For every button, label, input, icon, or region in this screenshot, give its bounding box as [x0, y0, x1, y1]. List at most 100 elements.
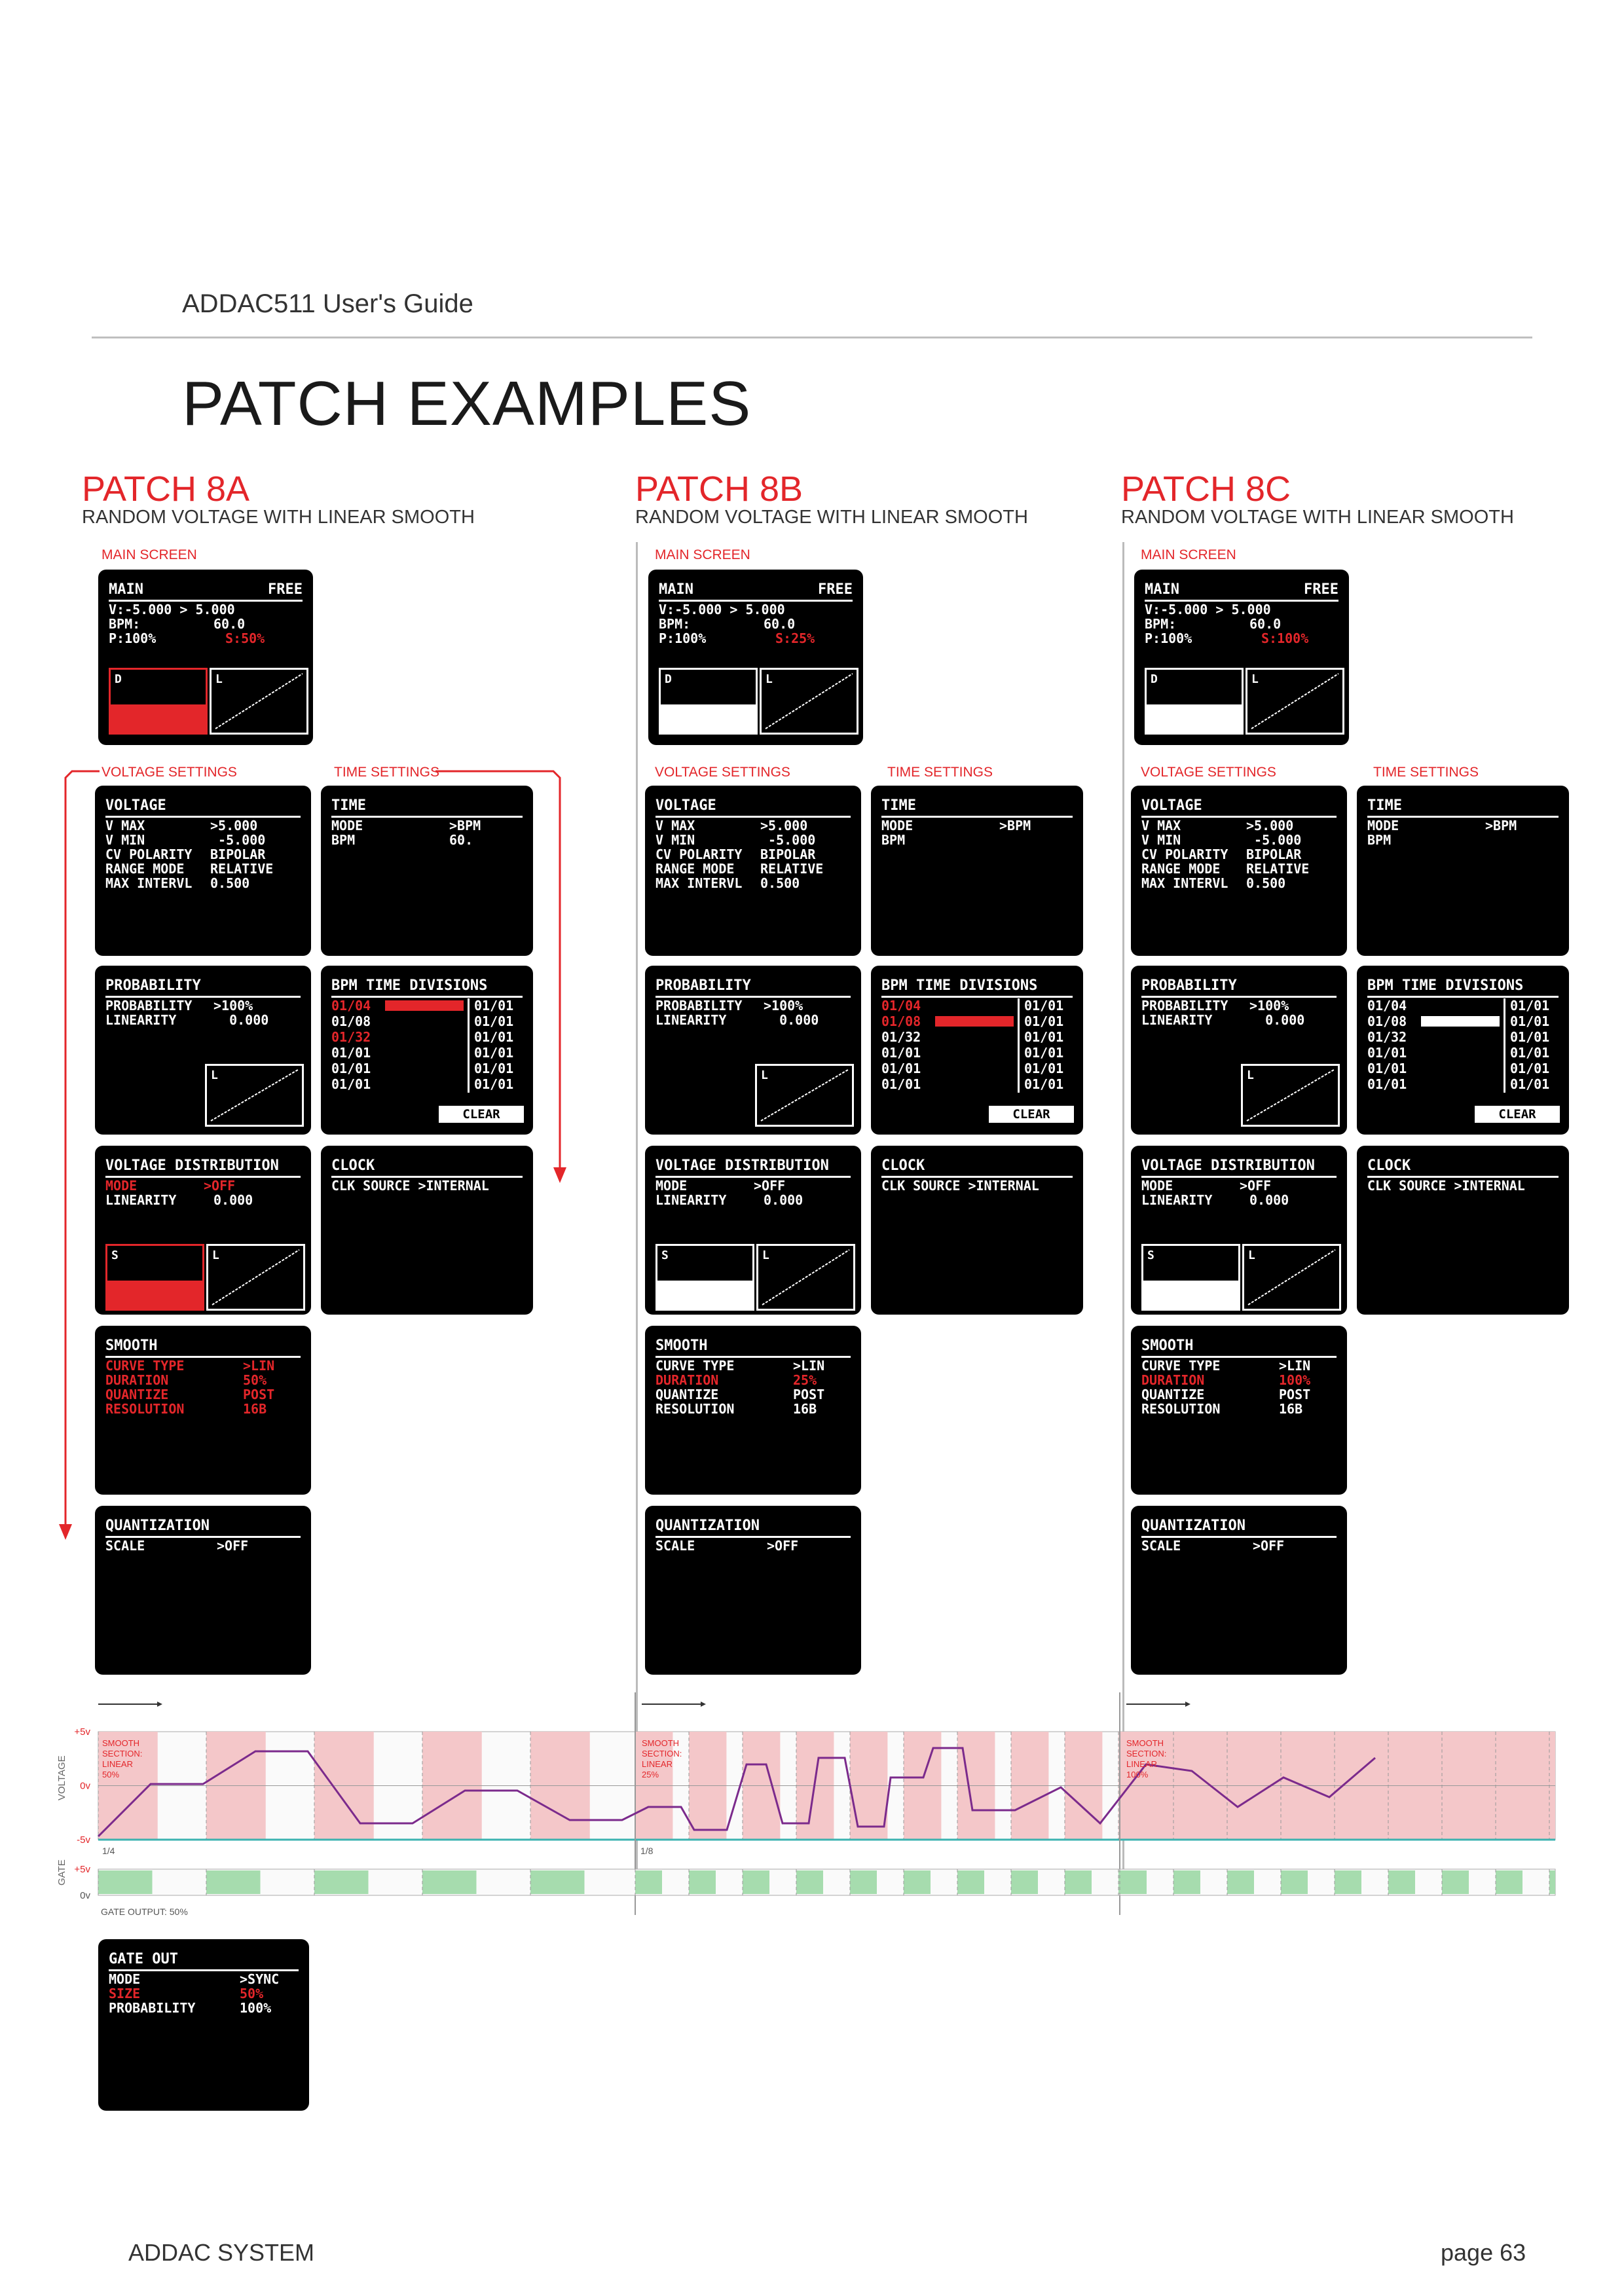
division-bar: [935, 1016, 1014, 1027]
row-value: 50%: [243, 1372, 267, 1388]
row-key: BPM:: [659, 616, 691, 632]
graph-fill: [1147, 704, 1242, 733]
tick-zero: 0v: [80, 1781, 90, 1792]
screen-title: VOLTAGE: [655, 797, 851, 818]
row-key: LINEARITY: [1141, 1012, 1213, 1028]
row-key: PROBABILITY: [655, 998, 743, 1013]
division-right: 01/01: [474, 998, 514, 1013]
graph-label: L: [1247, 1068, 1254, 1082]
clear-button[interactable]: CLEAR: [439, 1106, 524, 1123]
division-left: 01/01: [881, 1045, 921, 1061]
time-arrow-head: [701, 1702, 706, 1707]
row-value: S:50%: [225, 630, 265, 646]
row-key: PROBABILITY: [105, 998, 193, 1013]
main-title: MAIN: [109, 581, 143, 598]
voltage-settings-label: VOLTAGE SETTINGS: [1141, 765, 1276, 780]
footer-page: page 63: [1441, 2239, 1526, 2266]
voltage-settings-label: VOLTAGE SETTINGS: [101, 765, 237, 780]
row-value: S:25%: [775, 630, 815, 646]
gate-pulse: [1227, 1870, 1254, 1894]
gate-pulse: [1118, 1870, 1120, 1894]
row-value: >LIN: [243, 1358, 275, 1374]
row-value: POST: [1279, 1387, 1311, 1402]
gate-pulse: [98, 1870, 153, 1894]
guide-header: ADDAC511 User's Guide: [182, 289, 473, 318]
row-key: RANGE MODE: [1141, 861, 1221, 877]
row-key: P:100%: [109, 630, 157, 646]
row-key: QUANTIZE: [655, 1387, 719, 1402]
bpm-label: BPM: [881, 832, 906, 848]
row-value: >5.000: [1246, 818, 1294, 833]
clear-button[interactable]: CLEAR: [989, 1106, 1074, 1123]
division-left: 01/04: [1367, 998, 1407, 1013]
screen-title: CLOCK: [881, 1157, 1073, 1178]
linear-curve-icon: [215, 673, 303, 729]
row-key: RESOLUTION: [1141, 1401, 1221, 1417]
division-right: 01/01: [1024, 1076, 1064, 1092]
screen-row: V MAX>5.000: [105, 818, 302, 833]
curve-graph: S: [1141, 1244, 1240, 1311]
division-sep: [1504, 1046, 1505, 1061]
time-arrow-head: [157, 1702, 162, 1707]
screen-row: LINEARITY 0.000: [105, 1013, 302, 1027]
gate-pulse: [206, 1870, 261, 1894]
row-key: SIZE: [109, 1986, 141, 2001]
row-value: 0.000: [213, 1012, 269, 1028]
screen-title: TIME: [331, 797, 523, 818]
row-key: LINEARITY: [105, 1192, 177, 1208]
curve-graph: L: [205, 1064, 304, 1127]
graph-label: D: [1151, 672, 1158, 686]
gate-pulse: [850, 1870, 877, 1894]
gate-pulse: [314, 1870, 369, 1894]
gate-tick-zero: 0v: [80, 1890, 90, 1901]
row-value: 25%: [793, 1372, 817, 1388]
row-key: DURATION: [105, 1372, 169, 1388]
screen-title: VOLTAGE: [105, 797, 301, 818]
graph-label: S: [1147, 1248, 1154, 1262]
screen-title: QUANTIZATION: [105, 1518, 301, 1538]
gate-pulse: [422, 1870, 477, 1894]
row-key: CV POLARITY: [1141, 847, 1228, 862]
screen-title: VOLTAGE DISTRIBUTION: [1141, 1157, 1337, 1178]
division-left: 01/32: [1367, 1029, 1407, 1045]
gate-pulse: [1281, 1870, 1308, 1894]
screen-row: V MIN -5.000: [655, 833, 852, 847]
screen-title: SMOOTH: [105, 1338, 301, 1358]
patch-title: PATCH 8B: [635, 469, 803, 509]
division-left: 01/01: [1367, 1045, 1407, 1061]
row-value: >OFF: [204, 1178, 236, 1194]
curve-graph: L: [756, 1244, 855, 1311]
curve-graph: L: [1241, 1064, 1340, 1127]
division-right: 01/01: [474, 1061, 514, 1076]
row-value: 60.0: [764, 616, 796, 632]
screen-title: CLOCK: [1367, 1157, 1559, 1178]
gate-pulse: [1173, 1870, 1200, 1894]
header-rule: [92, 337, 1532, 338]
screen-row: MODE>BPM: [1367, 818, 1560, 833]
row-key: V MIN: [105, 832, 145, 848]
main-title: MAIN: [1145, 581, 1179, 598]
row-key: SCALE: [105, 1538, 145, 1554]
clock-source: CLK SOURCE >INTERNAL: [881, 1178, 1039, 1194]
row-value: BIPOLAR: [760, 847, 816, 862]
division-right: 01/01: [1024, 1029, 1064, 1045]
clear-button[interactable]: CLEAR: [1475, 1106, 1560, 1123]
screen-row: MODE>OFF: [1141, 1178, 1338, 1193]
row-value: >OFF: [1253, 1538, 1285, 1554]
